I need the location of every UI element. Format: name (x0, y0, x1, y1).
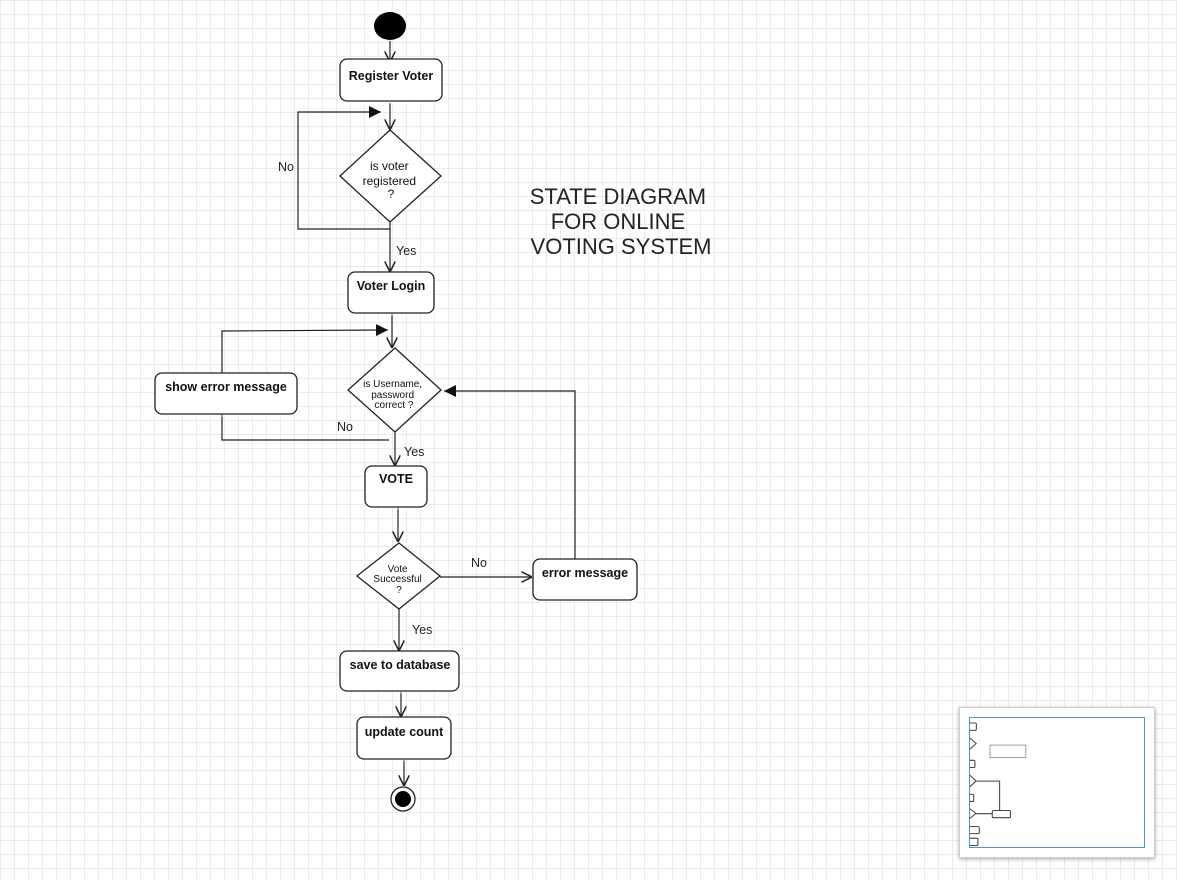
edge-label-credentials-no: No (337, 420, 353, 434)
svg-text:is Username, password: is Username, password correct ? (363, 379, 425, 411)
diagram-title-line-2: FOR ONLINE (551, 209, 685, 234)
state-error-message[interactable]: error message (532, 558, 640, 603)
state-error-message-label: error message (542, 566, 628, 580)
decision-credentials-line-3: correct ? (375, 400, 414, 411)
state-show-error-message-label: show error message (165, 380, 287, 394)
decision-registered-line-3: ? (388, 187, 395, 201)
diagram-title: STATE DIAGRAM FOR ONLINE VOTING SYSTEM (530, 184, 713, 259)
edge-label-registered-no: No (278, 160, 294, 174)
edge-error-to-credentials[interactable] (444, 385, 576, 559)
minimap-viewport[interactable] (969, 717, 1145, 848)
svg-text:Vote Successful ?: Vote Successful ? (373, 564, 424, 596)
initial-state[interactable] (374, 12, 406, 40)
decision-vote-line-1: Vote (388, 564, 408, 575)
edge-label-vote-no: No (471, 556, 487, 570)
state-show-error-message[interactable]: show error message (154, 372, 300, 417)
edge-label-credentials-yes: Yes (404, 445, 424, 459)
edge-registered-no-loop[interactable] (297, 106, 390, 230)
decision-credentials-line-1: is Username, (363, 379, 422, 390)
diagram-title-line-1: STATE DIAGRAM (530, 184, 706, 209)
decision-vote-line-3: ? (396, 585, 402, 596)
decision-vote-successful[interactable]: Vote Successful ? (355, 542, 442, 610)
decision-vote-line-2: Successful (373, 574, 421, 585)
decision-registered-line-1: is voter (370, 159, 409, 173)
state-save-to-database[interactable]: save to database (339, 650, 462, 694)
minimap-thumbnail (969, 717, 1027, 847)
state-voter-login[interactable]: Voter Login (347, 271, 437, 316)
state-voter-login-label: Voter Login (357, 279, 426, 293)
edge-label-vote-yes: Yes (412, 623, 432, 637)
state-register-voter[interactable]: Register Voter (339, 58, 445, 104)
decision-credentials-correct[interactable]: is Username, password correct ? (347, 347, 442, 433)
final-state[interactable] (390, 786, 416, 812)
state-vote[interactable]: VOTE (364, 465, 430, 510)
decision-registered-line-2: registered (363, 174, 416, 188)
state-vote-label: VOTE (379, 472, 413, 486)
outline-minimap[interactable] (959, 707, 1155, 858)
decision-is-voter-registered[interactable]: is voter registered ? (339, 129, 442, 223)
state-register-voter-label: Register Voter (349, 69, 434, 83)
state-update-count-label: update count (365, 725, 444, 739)
edge-label-registered-yes: Yes (396, 244, 416, 258)
diagram-title-line-3: VOTING SYSTEM (531, 234, 712, 259)
state-update-count[interactable]: update count (356, 716, 454, 762)
state-save-to-database-label: save to database (350, 658, 451, 672)
decision-credentials-line-2: password (371, 390, 414, 401)
svg-text:is voter registered: is voter registered ? (363, 159, 420, 201)
